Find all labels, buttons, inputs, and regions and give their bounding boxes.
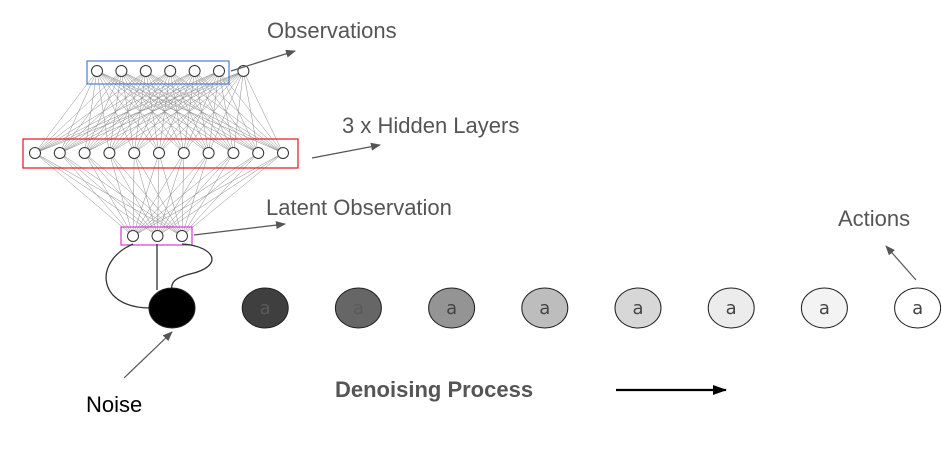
- observation-node: [91, 65, 103, 77]
- observation-node: [115, 65, 128, 77]
- connection-line: [132, 152, 135, 237]
- hidden-node: [252, 147, 265, 159]
- action-circle: [707, 287, 755, 329]
- action-symbol: a: [912, 298, 923, 319]
- action-circle: [521, 287, 569, 329]
- connection-line: [157, 152, 284, 237]
- action-symbol: a: [539, 298, 550, 319]
- action-symbol: a: [353, 298, 364, 319]
- observation-node: [164, 65, 177, 77]
- observation-node: [188, 65, 201, 77]
- hidden-node: [177, 147, 190, 159]
- hidden-node: [29, 147, 41, 159]
- latent-to-noise-left-curve: [105, 243, 151, 309]
- connection-line: [84, 152, 134, 237]
- actions-pointer-arrow: [885, 245, 917, 281]
- connection-line: [132, 152, 234, 237]
- network-nodes: [29, 65, 289, 242]
- connection-line: [132, 152, 185, 237]
- latent-node: [176, 230, 188, 242]
- hidden-node: [153, 147, 165, 159]
- noise-pointer-arrow: [123, 331, 173, 379]
- action-step: a: [894, 287, 942, 329]
- action-step: a: [614, 287, 662, 329]
- hidden-node: [277, 147, 289, 159]
- observations-label: Observations: [267, 18, 397, 43]
- noise-sample: [148, 287, 196, 329]
- action-symbol: a: [446, 298, 457, 319]
- hidden-node: [227, 147, 240, 159]
- action-step: a: [334, 287, 382, 329]
- connection-line: [132, 152, 259, 237]
- connection-line: [34, 152, 134, 237]
- hidden-node: [78, 147, 91, 159]
- observations-pointer-arrow: [230, 49, 296, 72]
- action-circle: [614, 287, 662, 329]
- action-step: a: [428, 287, 476, 329]
- action-symbol: a: [819, 298, 830, 319]
- observation-layer-box: [86, 60, 230, 85]
- action-circle: [428, 287, 476, 329]
- action-symbol: a: [632, 298, 643, 319]
- hidden-layers-pointer-arrow: [311, 142, 381, 159]
- action-step: a: [707, 287, 755, 329]
- latent-node: [127, 230, 139, 242]
- hidden-node: [128, 147, 141, 159]
- action-symbol: a: [260, 298, 271, 319]
- latent-observation-label: Latent Observation: [266, 195, 452, 220]
- connection-line: [181, 152, 284, 237]
- action-circle: [241, 287, 289, 329]
- connection-line: [158, 70, 244, 154]
- latent-node: [151, 230, 164, 242]
- latent-observation-pointer-arrow: [193, 221, 286, 236]
- action-circle: [800, 287, 848, 329]
- connection-line: [132, 152, 209, 237]
- actions-label: Actions: [838, 206, 911, 231]
- action-step: a: [800, 287, 848, 329]
- observation-node: [213, 65, 225, 77]
- connection-line: [59, 152, 134, 237]
- noise-label: Noise: [86, 392, 143, 417]
- hidden-node: [53, 147, 66, 159]
- action-circle: [894, 287, 942, 329]
- latent-to-noise-right-curve: [170, 243, 213, 293]
- action-step: a: [241, 287, 289, 329]
- hidden-layers-label: 3 x Hidden Layers: [342, 113, 520, 138]
- observation-node: [139, 65, 152, 77]
- hidden-node: [202, 147, 215, 159]
- connection-line: [132, 152, 284, 237]
- hidden-layers-box: [22, 138, 299, 169]
- hidden-node: [103, 147, 116, 159]
- connection-line: [243, 70, 284, 154]
- denoising-process-label: Denoising Process: [335, 377, 534, 402]
- noise-circle: [148, 287, 196, 329]
- connection-line: [132, 152, 160, 237]
- action-symbol: a: [726, 298, 737, 319]
- connection-line: [109, 152, 134, 237]
- connection-line: [243, 70, 259, 154]
- action-circle: [334, 287, 382, 329]
- action-step: a: [521, 287, 569, 329]
